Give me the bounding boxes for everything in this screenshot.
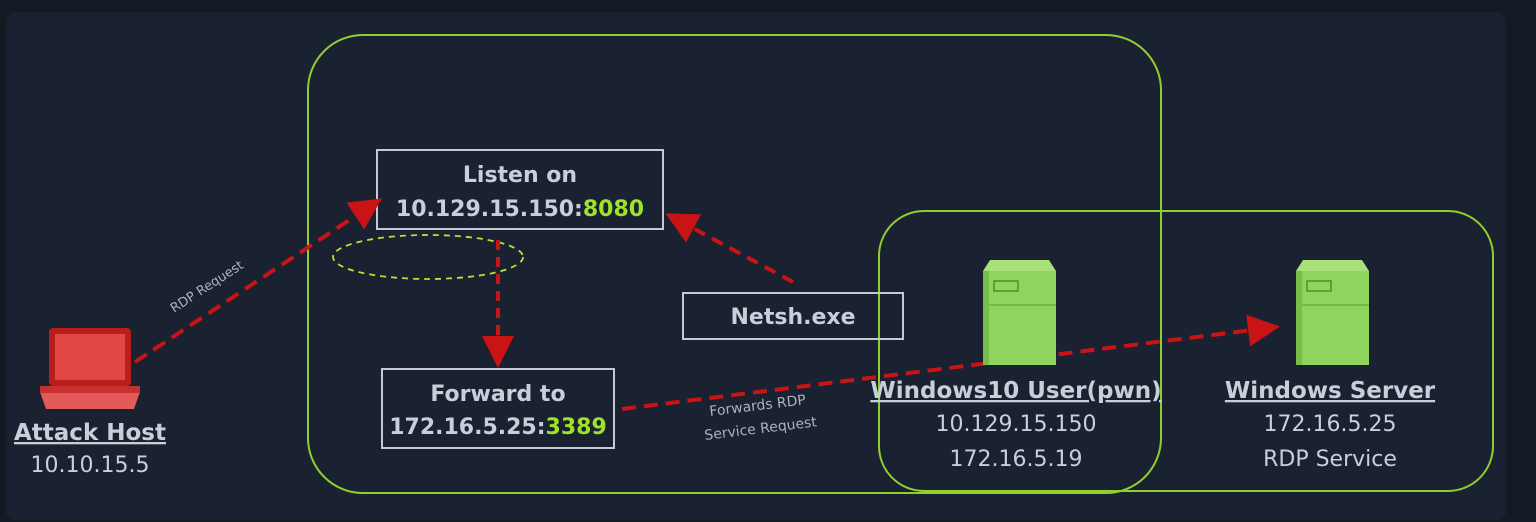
windows10-ip1: 10.129.15.150 <box>936 412 1097 437</box>
laptop-icon <box>40 328 140 409</box>
listener-ellipse <box>332 234 524 280</box>
forward-box-title: Forward to <box>430 382 565 407</box>
windows-server-icon <box>1296 260 1369 365</box>
forward-box-address: 172.16.5.25:3389 <box>389 415 607 440</box>
netsh-to-listen-arrow <box>665 213 794 284</box>
listen-box: Listen on 10.129.15.150:8080 <box>376 149 664 230</box>
forward-box-port: 3389 <box>546 415 607 440</box>
attack-host-ip: 10.10.15.5 <box>31 453 150 478</box>
listen-box-title: Listen on <box>463 163 577 188</box>
listen-box-port: 8080 <box>583 197 644 222</box>
windows10-server-icon <box>983 260 1056 365</box>
rdp-request-arrow <box>133 198 383 364</box>
windows-server-ip: 172.16.5.25 <box>1264 412 1397 437</box>
listen-box-address: 10.129.15.150:8080 <box>396 197 644 222</box>
pivot-zone <box>307 34 1162 494</box>
windows-server-service: RDP Service <box>1263 447 1397 472</box>
attack-host-name: Attack Host <box>14 420 166 446</box>
netsh-label: Netsh.exe <box>731 305 856 330</box>
listen-box-ip: 10.129.15.150: <box>396 197 583 222</box>
windows10-name: Windows10 User(pwn) <box>870 378 1161 404</box>
internal-network-zone <box>878 210 1494 492</box>
netsh-box: Netsh.exe <box>682 292 904 340</box>
windows-server-name: Windows Server <box>1225 378 1436 404</box>
forward-box: Forward to 172.16.5.25:3389 <box>381 368 615 449</box>
forward-box-ip: 172.16.5.25: <box>389 415 545 440</box>
windows10-ip2: 172.16.5.19 <box>950 447 1083 472</box>
